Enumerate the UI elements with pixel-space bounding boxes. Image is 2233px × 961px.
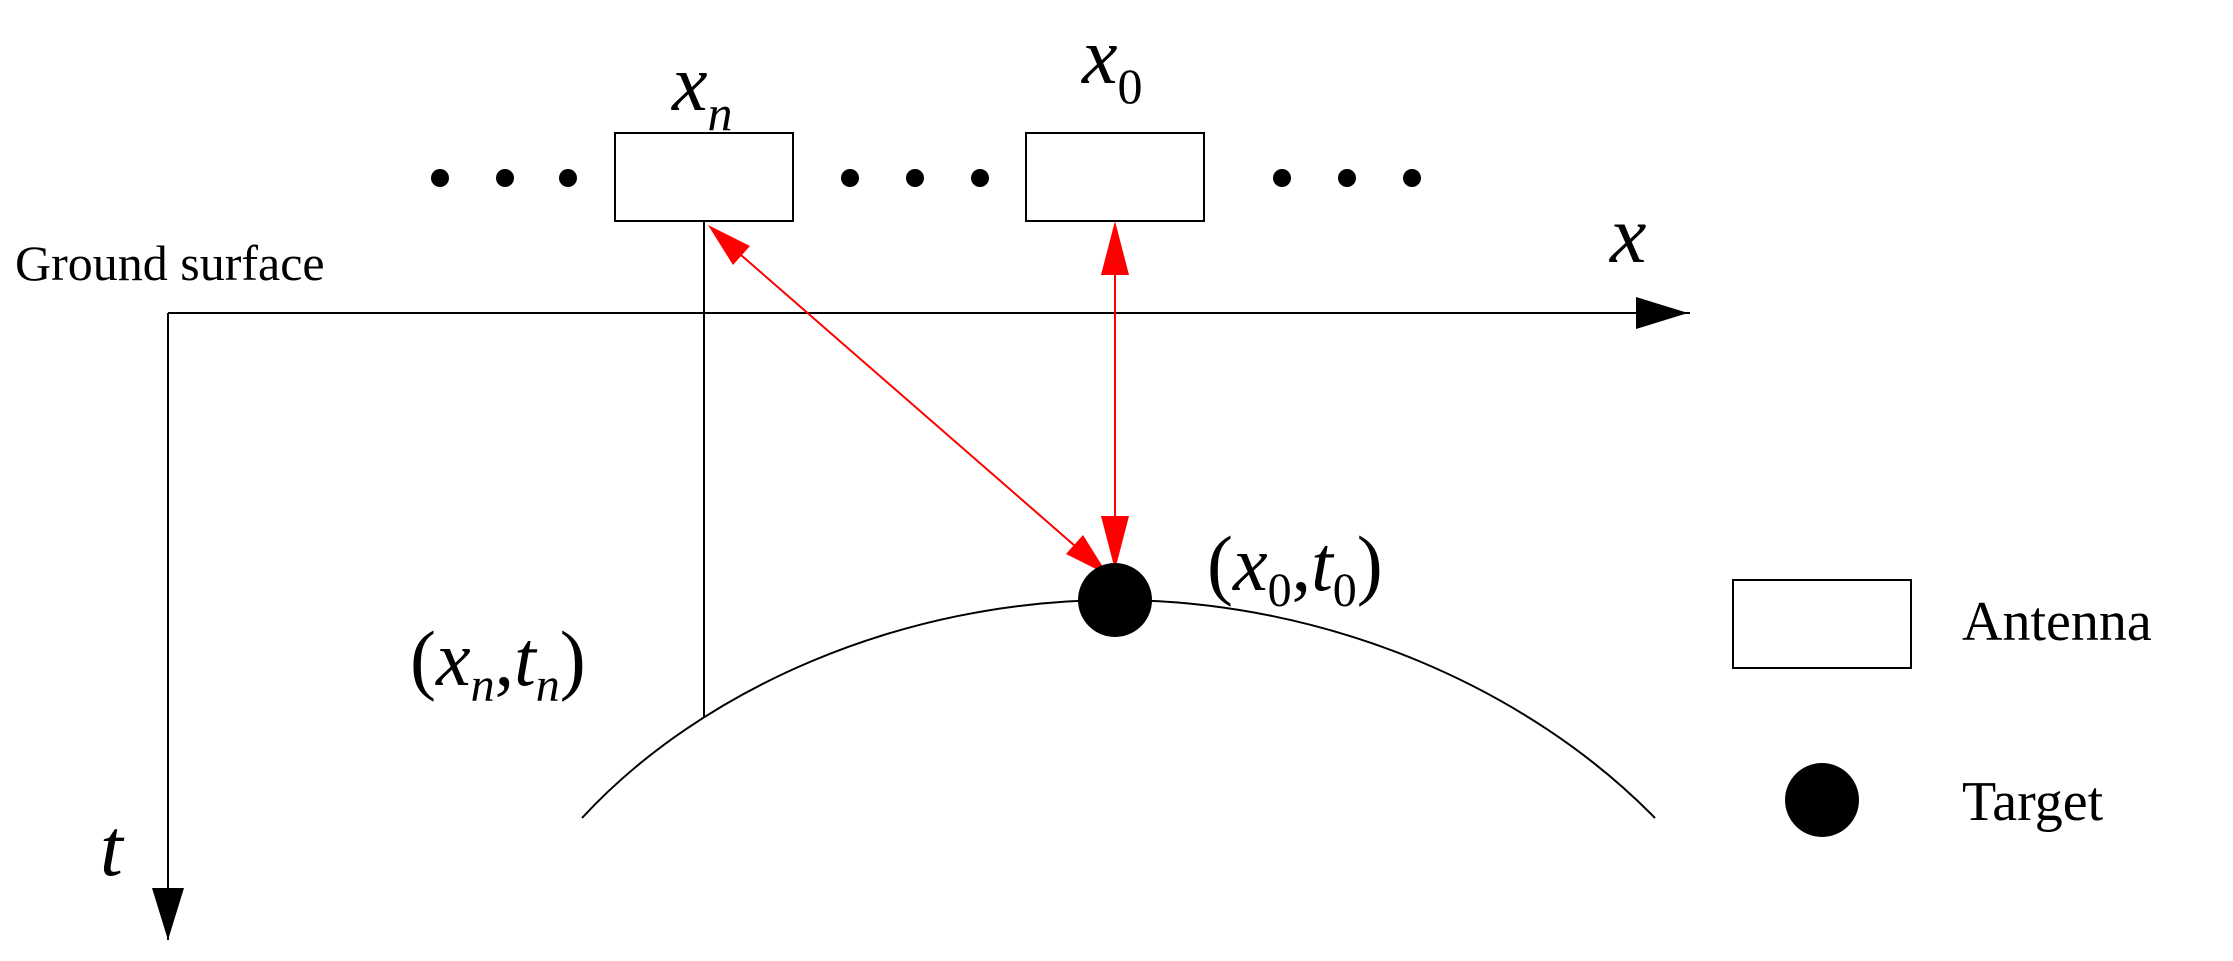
target-dot xyxy=(1078,563,1152,637)
ellipsis-right xyxy=(1273,169,1421,187)
x-axis-label: x xyxy=(1609,189,1646,280)
legend-target-swatch xyxy=(1785,763,1859,837)
point-n-label: (xn,tn) xyxy=(410,615,586,712)
t-axis-arrowhead xyxy=(152,888,184,940)
legend-target-label: Target xyxy=(1962,771,2104,833)
antenna-n-label: xn xyxy=(671,40,733,141)
ground-surface-label: Ground surface xyxy=(15,235,325,291)
antenna-0-label: x0 xyxy=(1081,13,1143,114)
legend-antenna-label: Antenna xyxy=(1962,591,2152,653)
ellipsis-middle xyxy=(841,169,989,187)
antenna-n-box xyxy=(614,132,794,222)
t-axis-label: t xyxy=(100,802,125,893)
legend: Antenna Target xyxy=(1732,579,2152,837)
ray-diagonal xyxy=(708,225,1108,575)
x-axis-arrowhead xyxy=(1636,297,1688,329)
ellipsis-left xyxy=(431,169,577,187)
ray-vertical xyxy=(1101,221,1129,570)
legend-antenna-swatch xyxy=(1732,579,1912,669)
point-0-label: (x0,t0) xyxy=(1207,520,1383,617)
antenna-0-box xyxy=(1025,132,1205,222)
